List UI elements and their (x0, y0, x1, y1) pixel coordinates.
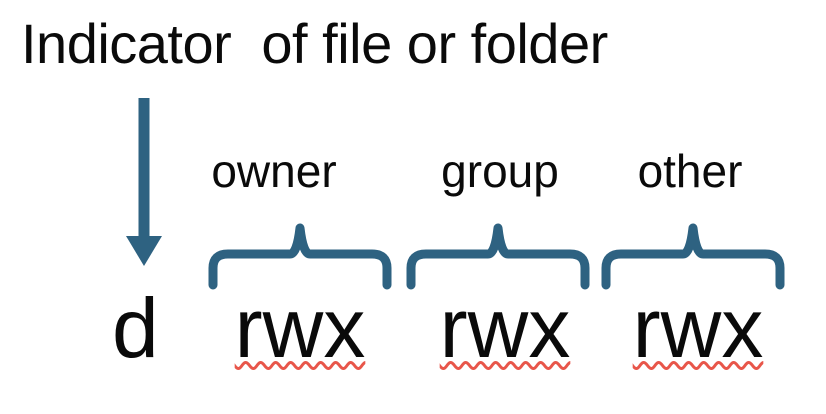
other-brace-icon (601, 223, 785, 290)
group-permissions-text: rwx (439, 281, 571, 375)
group-brace-icon (406, 223, 590, 290)
owner-permissions-text: rwx (234, 281, 366, 375)
down-arrow-icon (126, 98, 162, 266)
other-permissions-text: rwx (632, 281, 764, 375)
file-type-indicator-char: d (112, 281, 159, 375)
other-label: other (637, 145, 743, 197)
owner-brace-icon (208, 223, 392, 290)
owner-label: owner (211, 145, 337, 197)
diagram-title: Indicator of file or folder (21, 12, 608, 75)
group-label: group (441, 145, 559, 197)
